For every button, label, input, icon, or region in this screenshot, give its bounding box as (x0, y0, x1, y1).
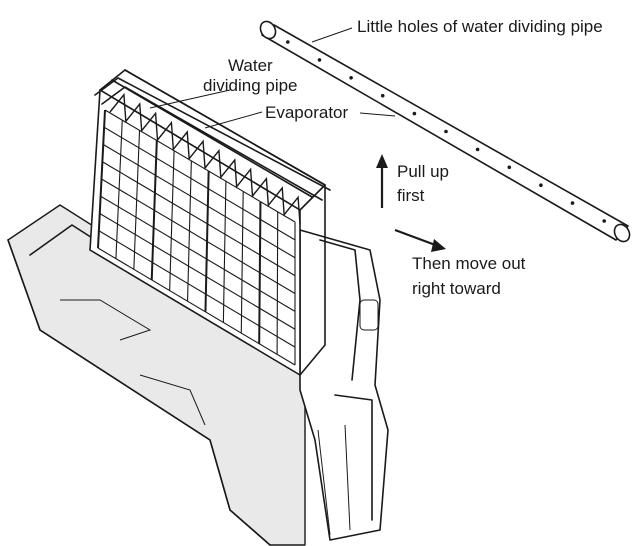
pipe-hole (475, 147, 480, 152)
grid-line (104, 109, 296, 223)
pipe-holes (286, 40, 606, 223)
grid-line (103, 126, 296, 241)
leader-lines (149, 27, 396, 129)
label-move-out-line1: Then move out (412, 254, 526, 273)
water-dividing-pipe-removed (259, 20, 631, 243)
grid-line (102, 161, 296, 277)
grid-line (98, 230, 296, 348)
pipe-hole (286, 40, 290, 44)
grid-line (101, 178, 296, 294)
label-pull-up-line1: Pull up (397, 162, 449, 181)
pipe-hole (602, 219, 606, 223)
evaporator-grid (97, 109, 296, 366)
grid-line (99, 213, 296, 330)
label-water-dividing-pipe-line1: Water (228, 56, 273, 75)
grid-line (100, 195, 296, 312)
pipe-hole (349, 76, 353, 80)
label-pipe-holes: Little holes of water dividing pipe (357, 17, 603, 36)
pipe-hole (380, 93, 385, 98)
pull-up-arrow (376, 154, 388, 208)
pipe-hole (317, 58, 322, 62)
pipe-hole (507, 165, 512, 170)
move-right-arrow (394, 228, 446, 252)
label-move-out-line2: right toward (412, 279, 501, 298)
water-dividing-pipe-installed (94, 77, 331, 201)
label-pull-up-line2: first (397, 186, 425, 205)
label-evaporator: Evaporator (265, 103, 349, 122)
pipe-hole (412, 111, 417, 116)
pump-housing (299, 229, 389, 541)
grid-line (97, 247, 296, 366)
pipe-hole (539, 183, 543, 187)
grid-line (102, 144, 296, 259)
fin-zigzag (109, 92, 301, 225)
label-water-dividing-pipe-line2: dividing pipe (203, 76, 298, 95)
pipe-hole (444, 129, 448, 134)
pipe-hole (570, 201, 575, 205)
evaporator-fins (109, 92, 301, 225)
